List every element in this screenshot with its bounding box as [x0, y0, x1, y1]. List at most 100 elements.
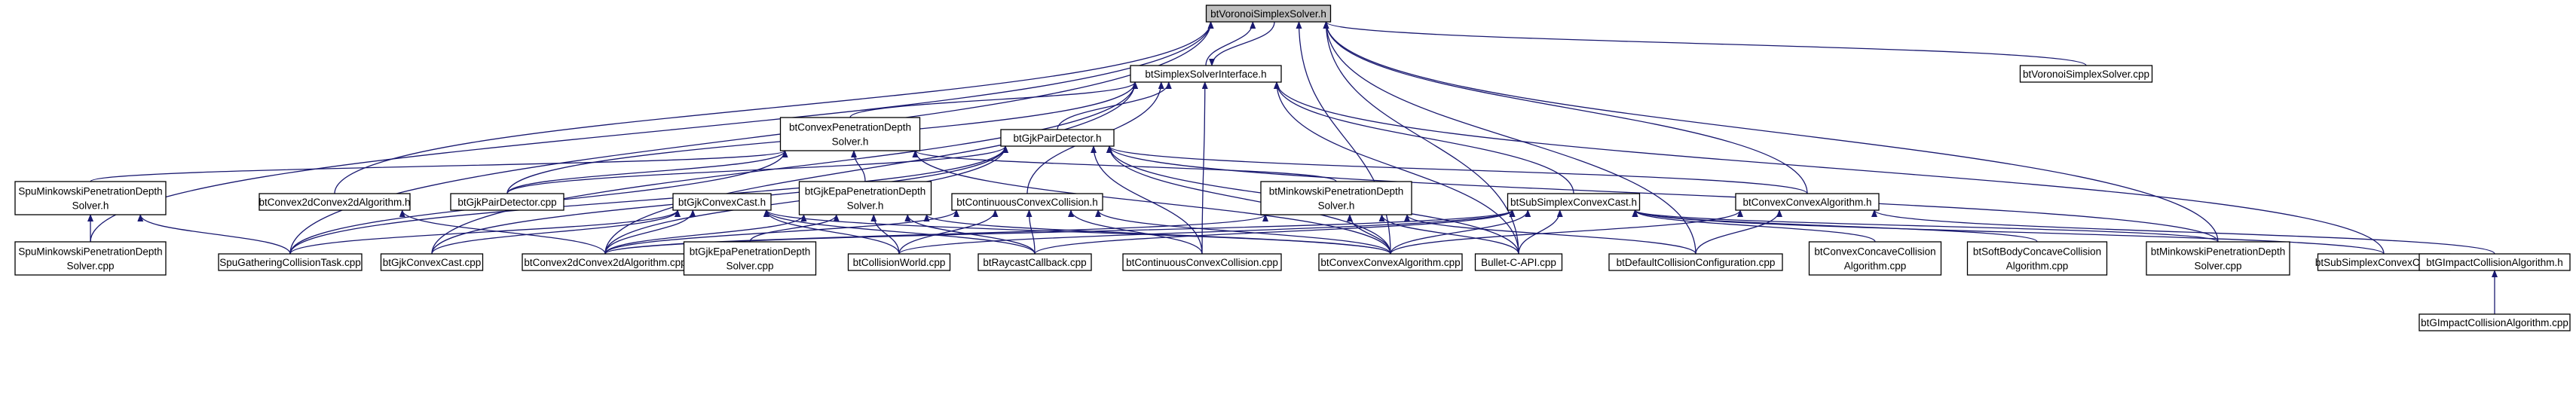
node-label: btGjkPairDetector.cpp: [457, 197, 556, 208]
node-label: btContinuousConvexCollision.cpp: [1126, 257, 1278, 268]
dependency-edge-cc_algo_h-to-voronoi_h: [1323, 21, 1808, 194]
node-sub-cast-cpp[interactable]: btSubSimplexConvexCast.cpp: [2315, 253, 2452, 271]
dependency-edge-mink_cpp-to-gjk_pair: [1106, 145, 2219, 243]
dependency-edge-gjk_epa_cpp-to-gjk_epa_h: [749, 214, 840, 243]
dependency-edge-c2d_h-to-voronoi_h: [334, 21, 1214, 194]
node-c2d-h[interactable]: btConvex2dConvex2dAlgorithm.h: [259, 193, 411, 211]
node-cont-h[interactable]: btContinuousConvexCollision.h: [951, 193, 1103, 211]
dependency-edge-cworld_cpp-to-sub_cast_h: [898, 209, 1516, 255]
node-label: btConvexPenetrationDepth: [789, 122, 911, 133]
dependency-edge-cworld_cpp-to-cont_h: [898, 209, 999, 255]
dependency-edge-c2d_cpp-to-sub_cast_h: [604, 209, 1516, 255]
node-c2d-cpp[interactable]: btConvex2dConvex2dAlgorithm.cpp: [522, 253, 689, 271]
node-label: btSubSimplexConvexCast.h: [1510, 197, 1637, 208]
dependency-edge-spu_task-to-gjk_cast_h: [289, 209, 681, 255]
node-label: btGjkConvexCast.h: [678, 197, 766, 208]
dependency-edge-gjk_epa_h-to-convex_pen: [851, 150, 866, 182]
node-box: [1122, 253, 1282, 271]
node-box: [672, 193, 772, 211]
node-cworld-cpp[interactable]: btCollisionWorld.cpp: [847, 253, 951, 271]
dependency-edge-gjk_cast_cpp-to-simplex_if: [431, 81, 1138, 255]
node-box: [847, 253, 951, 271]
node-box: [951, 193, 1103, 211]
node-box: [380, 253, 484, 271]
dependency-edge-bullet_c-to-mink_h: [1378, 214, 1519, 255]
node-gjk-cast-cpp[interactable]: btGjkConvexCast.cpp: [380, 253, 484, 271]
dependency-edge-c2d_cpp-to-gjk_epa_h: [604, 214, 807, 255]
node-label: btConvexConvexAlgorithm.cpp: [1320, 257, 1460, 268]
dependency-edge-mink_cpp-to-sub_cast_h: [1632, 209, 2219, 243]
node-label: SpuMinkowskiPenetrationDepth: [18, 186, 162, 197]
node-cont-cpp[interactable]: btContinuousConvexCollision.cpp: [1122, 253, 1282, 271]
node-raycast-cpp[interactable]: btRaycastCallback.cpp: [977, 253, 1092, 271]
node-label: btVoronoiSimplexSolver.h: [1210, 8, 1326, 20]
node-voronoi-cpp[interactable]: btVoronoiSimplexSolver.cpp: [2019, 65, 2153, 83]
dependency-edge-bullet_c-to-voronoi_h: [1323, 21, 1519, 255]
node-gjk-pair[interactable]: btGjkPairDetector.h: [1000, 129, 1115, 147]
dependency-edge-cc_algo_cpp-to-cc_algo_h: [1390, 209, 1743, 255]
node-label: btGImpactCollisionAlgorithm.h: [2426, 257, 2563, 268]
dependency-edge-spu_task-to-gjk_pair: [289, 145, 1008, 255]
node-label: SpuMinkowskiPenetrationDepth: [18, 246, 162, 258]
node-gimpact-h[interactable]: btGImpactCollisionAlgorithm.h: [2418, 253, 2571, 271]
dependency-edge-gjk_pair_cpp-to-convex_pen: [506, 150, 788, 194]
node-label: btCollisionWorld.cpp: [853, 257, 946, 268]
node-box: [779, 117, 921, 151]
dependency-edge-cc_algo_cpp-to-cont_h: [1095, 209, 1391, 255]
node-label: btSubSimplexConvexCast.cpp: [2315, 257, 2452, 268]
dependency-edge-c2d_cpp-to-c2d_h: [399, 209, 606, 255]
node-label: btVoronoiSimplexSolver.cpp: [2023, 69, 2149, 80]
dependency-edge-voronoi_h-to-simplex_if: [1209, 21, 1275, 66]
node-box: [798, 181, 932, 215]
node-gjk-pair-cpp[interactable]: btGjkPairDetector.cpp: [450, 193, 564, 211]
dependency-edge-gimpact_h-to-cc_algo_h: [1871, 209, 2495, 255]
node-spu-task[interactable]: SpuGatheringCollisionTask.cpp: [218, 253, 363, 271]
dependency-edge-sub_cast_cpp-to-simplex_if: [1274, 81, 2385, 255]
node-label: Bullet-C-API.cpp: [1481, 257, 1556, 268]
node-gjk-cast-h[interactable]: btGjkConvexCast.h: [672, 193, 772, 211]
dependency-edge-c2d_cpp-to-simplex_if: [604, 81, 1138, 255]
dependency-edge-bullet_c-to-sub_cast_h: [1518, 209, 1563, 255]
node-gimpact-cpp[interactable]: btGImpactCollisionAlgorithm.cpp: [2418, 313, 2571, 331]
dependency-edge-raycast_cpp-to-sub_cast_h: [1034, 209, 1516, 255]
node-label: btSoftBodyConcaveCollision: [1973, 246, 2101, 258]
node-box: [2418, 253, 2571, 271]
node-box: [14, 181, 167, 215]
node-simplex-if[interactable]: btSimplexSolverInterface.h: [1130, 65, 1282, 83]
node-label: btConvex2dConvex2dAlgorithm.cpp: [524, 257, 686, 268]
dependency-edge-concave_cpp-to-sub_cast_h: [1632, 209, 1876, 243]
dependency-edge-sub_cast_cpp-to-sub_cast_h: [1632, 209, 2385, 255]
node-voronoi-h[interactable]: btVoronoiSimplexSolver.h: [1205, 5, 1332, 23]
dependency-edge-default_cfg-to-voronoi_h: [1323, 21, 1696, 255]
node-bullet-c[interactable]: Bullet-C-API.cpp: [1474, 253, 1563, 271]
node-label: Solver.h: [832, 136, 869, 148]
node-default-cfg[interactable]: btDefaultCollisionConfiguration.cpp: [1608, 253, 1783, 271]
node-cc-algo-cpp[interactable]: btConvexConvexAlgorithm.cpp: [1318, 253, 1463, 271]
dependency-edge-gjk_cast_cpp-to-gjk_cast_h: [431, 209, 681, 255]
node-label: SpuGatheringCollisionTask.cpp: [219, 257, 361, 268]
node-label: btConvexConcaveCollision: [1814, 246, 1935, 258]
node-label: btGjkConvexCast.cpp: [383, 257, 482, 268]
dependency-edge-cc_algo_cpp-to-voronoi_h: [1296, 21, 1391, 255]
dependency-edge-default_cfg-to-mink_h: [1404, 214, 1696, 255]
node-box: [1130, 65, 1282, 83]
dependency-edge-soft_cpp-to-sub_cast_h: [1632, 209, 2038, 243]
node-sub-cast-h[interactable]: btSubSimplexConvexCast.h: [1507, 193, 1641, 211]
node-cc-algo-h[interactable]: btConvexConvexAlgorithm.h: [1735, 193, 1880, 211]
node-box: [1735, 193, 1880, 211]
node-label: btGImpactCollisionAlgorithm.cpp: [2421, 317, 2568, 328]
dependency-edge-gjk_pair_cpp-to-gjk_pair: [506, 145, 1008, 194]
node-label: Solver.h: [72, 200, 109, 212]
node-label: Solver.cpp: [726, 261, 773, 272]
node-label: Solver.cpp: [2194, 261, 2241, 272]
